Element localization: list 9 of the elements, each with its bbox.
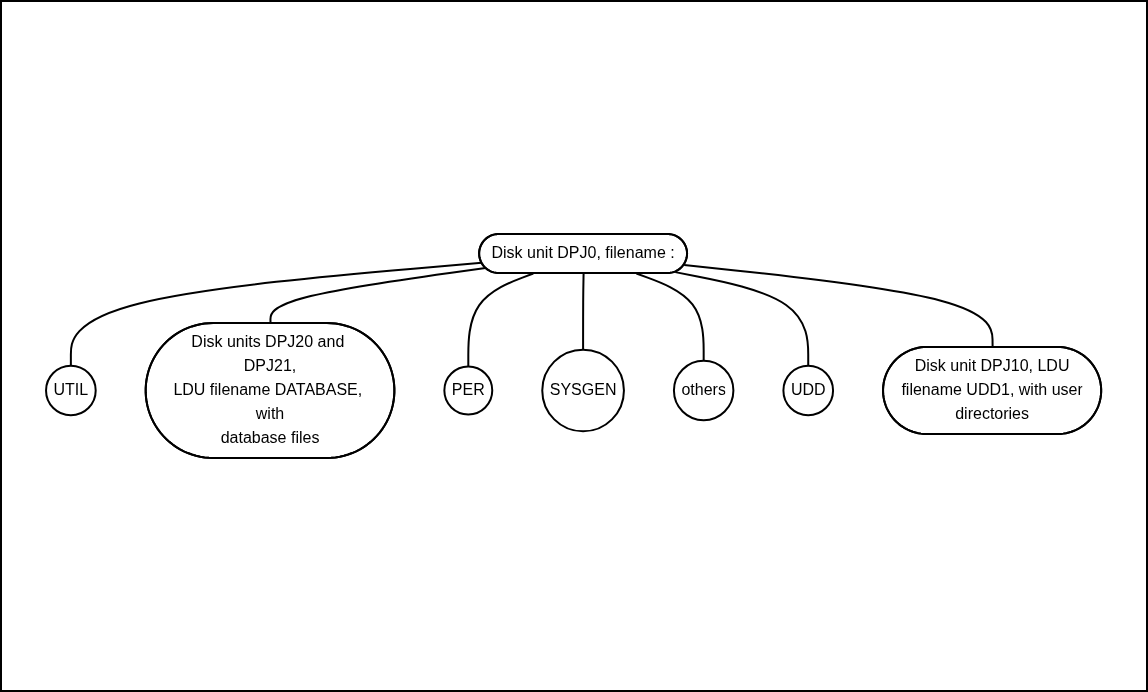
node-circle: UTIL [45, 364, 98, 417]
connector [674, 271, 810, 367]
connector [467, 272, 535, 368]
node-circle: others [673, 359, 735, 422]
node-circle: SYSGEN [541, 348, 626, 433]
connector [582, 272, 585, 351]
node-circle: UDD [782, 364, 835, 417]
connector [635, 272, 706, 362]
node-circle: PER [443, 365, 494, 416]
